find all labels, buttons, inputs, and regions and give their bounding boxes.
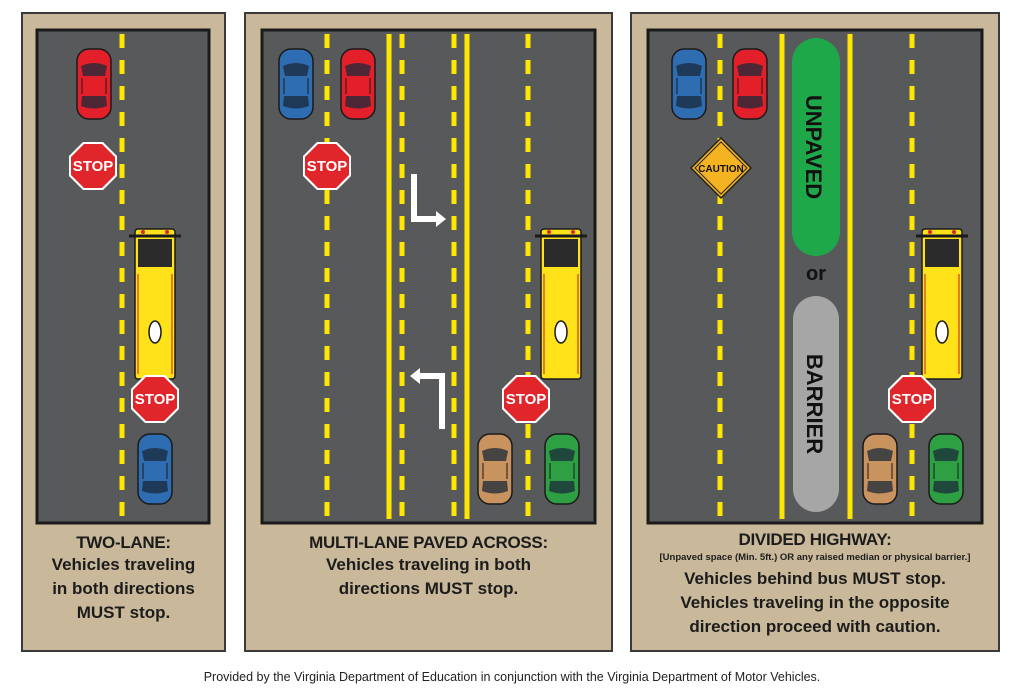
stop-sign-icon: STOP (888, 375, 936, 423)
stop-sign-icon: STOP (303, 142, 351, 190)
stop-sign-icon: STOP (131, 375, 179, 423)
unpaved-label: UNPAVED (801, 95, 826, 199)
car-icon (76, 48, 112, 120)
divided-highway-note: [Unpaved space (Min. 5ft.) OR any raised… (659, 552, 971, 563)
car-icon (732, 48, 768, 120)
caption-line: direction proceed with caution. (689, 617, 941, 636)
svg-text:STOP: STOP (73, 158, 114, 175)
svg-text:STOP: STOP (135, 391, 176, 408)
school-bus-icon (533, 227, 589, 381)
divided-highway-caption: DIVIDED HIGHWAY: [Unpaved space (Min. 5f… (632, 530, 998, 639)
svg-text:STOP: STOP (506, 391, 547, 408)
caption-line: MUST stop. (23, 601, 224, 625)
multi-lane-heading: MULTI-LANE PAVED ACROSS: (309, 533, 548, 552)
multi-lane-road-diagram: STOP STOP (260, 28, 597, 525)
car-icon (544, 433, 580, 505)
school-bus-icon (914, 227, 970, 381)
car-icon (278, 48, 314, 120)
caption-line: Vehicles traveling in both (326, 555, 531, 574)
car-icon (671, 48, 707, 120)
stop-sign-icon: STOP (69, 142, 117, 190)
divided-highway-road-diagram: UNPAVED or BARRIER CAUTION STOP (646, 28, 984, 525)
unpaved-median (792, 38, 840, 256)
school-bus-icon (127, 227, 183, 381)
car-icon (928, 433, 964, 505)
must-emphasis: MUST (424, 579, 473, 598)
caution-sign-icon: CAUTION (689, 136, 753, 200)
divided-highway-panel: UNPAVED or BARRIER CAUTION STOP DIVIDED … (630, 12, 1000, 652)
caption-line: in both directions (52, 579, 195, 598)
stop-sign-icon: STOP (502, 375, 550, 423)
two-lane-heading: TWO-LANE: (76, 533, 171, 552)
two-lane-panel: STOP STOP TWO-LANE: Vehicles traveling i… (21, 12, 226, 652)
caption-text: directions (338, 579, 425, 598)
caption-text: Vehicles behind bus (684, 569, 853, 588)
multi-lane-panel: STOP STOP MULTI-LANE PAVED ACROSS: Vehic… (244, 12, 613, 652)
caption-text: stop. (900, 569, 946, 588)
car-icon (137, 433, 173, 505)
two-lane-caption: TWO-LANE: Vehicles traveling in both dir… (23, 533, 224, 625)
road-surface (260, 28, 597, 525)
turn-arrow-icon (418, 373, 445, 429)
caption-line: Vehicles traveling in the opposite (680, 593, 950, 612)
or-label: or (806, 263, 826, 285)
caption-line: Vehicles traveling (51, 555, 196, 574)
svg-text:CAUTION: CAUTION (698, 164, 744, 175)
svg-text:STOP: STOP (307, 158, 348, 175)
turn-arrow-head (410, 368, 420, 384)
car-icon (862, 433, 898, 505)
multi-lane-caption: MULTI-LANE PAVED ACROSS: Vehicles travel… (246, 533, 611, 601)
divided-highway-heading: DIVIDED HIGHWAY: (738, 530, 892, 549)
turn-arrow-head (436, 211, 446, 227)
car-icon (340, 48, 376, 120)
must-emphasis: MUST (76, 603, 125, 622)
caption-line: directions MUST stop. (246, 577, 611, 601)
footer-credit: Provided by the Virginia Department of E… (203, 670, 821, 684)
barrier-label: BARRIER (802, 354, 827, 454)
svg-text:STOP: STOP (892, 391, 933, 408)
caption-line: Vehicles behind bus MUST stop. (632, 567, 998, 591)
turn-arrow-icon (411, 174, 438, 222)
caption-text: stop. (124, 603, 171, 622)
must-emphasis: MUST (852, 569, 901, 588)
barrier-median (793, 296, 839, 512)
two-lane-road-diagram: STOP STOP (35, 28, 211, 525)
caption-text: stop. (472, 579, 519, 598)
car-icon (477, 433, 513, 505)
